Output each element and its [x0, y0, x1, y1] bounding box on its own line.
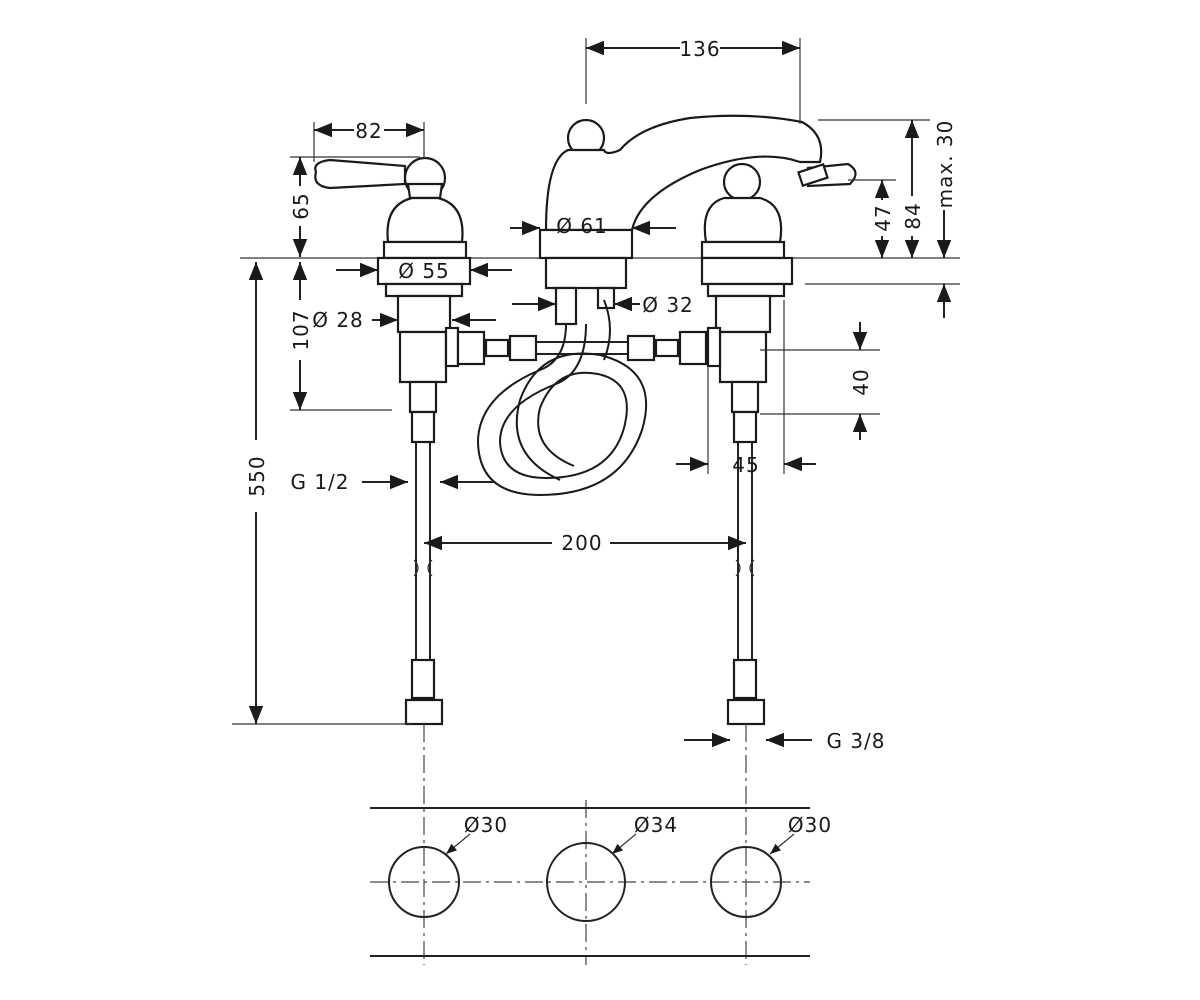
dim-550: 550: [245, 455, 269, 496]
left-handle: [314, 156, 472, 414]
dim-hole-left: Ø30: [464, 813, 508, 837]
dim-g-three-eighths: G 3/8: [826, 729, 885, 753]
dim-136: 136: [679, 37, 720, 61]
dim-shank-diameter: Ø 28: [312, 308, 364, 332]
dimension-lines: [232, 38, 952, 748]
dim-spout-diameter: Ø 61: [556, 214, 608, 238]
dim-center-shank-diameter: Ø 32: [642, 293, 694, 317]
dim-max-30: max. 30: [933, 120, 957, 209]
spout: [538, 114, 829, 326]
left-supply-hose: [404, 410, 444, 726]
dim-47: 47: [871, 204, 895, 231]
dim-65: 65: [289, 192, 313, 219]
hole-right: [710, 846, 782, 918]
hole-left: [388, 846, 460, 918]
dim-82: 82: [355, 119, 382, 143]
dim-200: 200: [561, 531, 602, 555]
dim-45: 45: [732, 453, 759, 477]
dim-40: 40: [849, 368, 873, 395]
dim-hole-right: Ø30: [788, 813, 832, 837]
dim-84: 84: [901, 202, 925, 229]
right-handle: [700, 162, 857, 414]
right-supply-hose: [726, 410, 766, 726]
faucet-assembly: [240, 114, 960, 965]
hole-layout: Ø30 Ø34 Ø30: [370, 807, 832, 957]
dim-107: 107: [289, 309, 313, 350]
dim-escutcheon-diameter: Ø 55: [398, 259, 450, 283]
crossover-pipe: [456, 330, 708, 366]
hole-center: [546, 842, 626, 922]
dimension-labels: 136 82 65 Ø 61 Ø 55 Ø 28 Ø 32 107 47 84 …: [245, 37, 957, 753]
dim-hole-center: Ø34: [634, 813, 678, 837]
hose-loop: [476, 299, 648, 497]
dim-g-half: G 1/2: [290, 470, 349, 494]
